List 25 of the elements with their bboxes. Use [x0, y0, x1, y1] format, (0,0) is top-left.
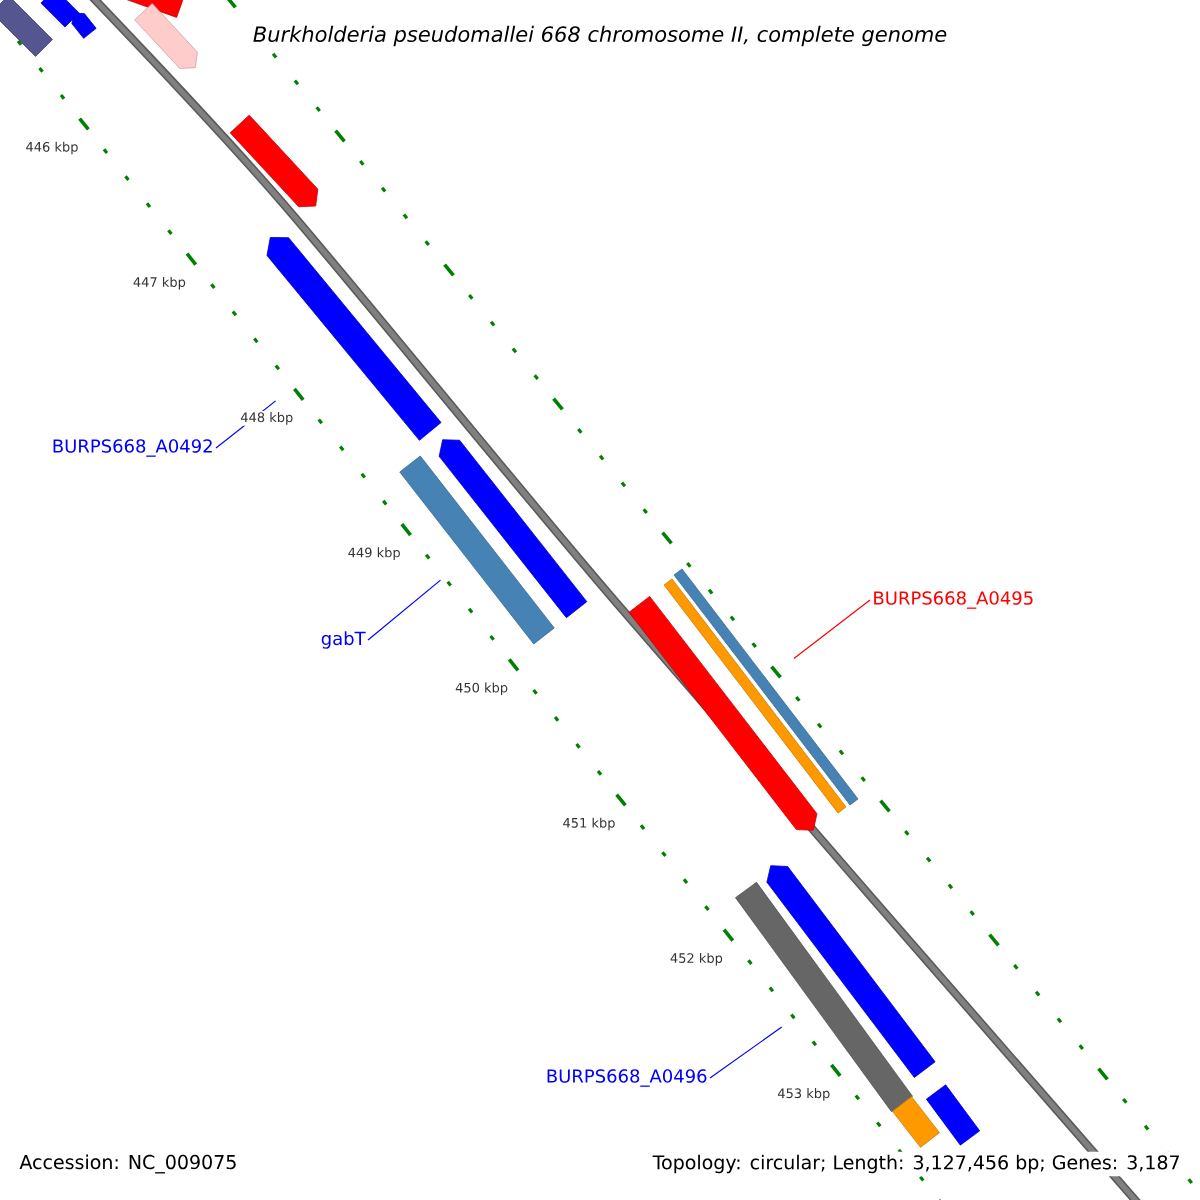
gene-label: BURPS668_A0492 — [53, 439, 212, 457]
gene-label: BURPS668_A0496 — [547, 1069, 707, 1087]
gene-feature — [134, 3, 198, 69]
title: Burkholderia pseudomallei 668 chromosome II, complete genome — [248, 21, 952, 51]
gene-feature — [892, 1096, 940, 1148]
gene-feature — [673, 568, 859, 806]
leader-line — [793, 599, 871, 660]
gene-feature — [399, 455, 555, 645]
gene-feature — [71, 12, 97, 39]
gene-feature — [0, 0, 53, 57]
gene-feature — [229, 114, 319, 208]
gene-feature — [766, 865, 936, 1078]
gene-feature — [925, 1084, 981, 1146]
gene-feature — [663, 578, 847, 814]
gene-label: gabT — [321, 631, 366, 649]
genome-summary: Topology: circular; Length: 3,127,456 bp; Genes: 3,187 — [649, 1151, 1184, 1177]
leader-line — [709, 1026, 783, 1079]
accession-text: Accession: NC_009075 — [16, 1151, 241, 1177]
gene-feature — [735, 881, 913, 1113]
gene-feature — [438, 439, 588, 619]
gene-feature — [628, 596, 818, 831]
gene-feature — [266, 237, 442, 441]
gene-feature — [40, 0, 80, 28]
leader-line — [367, 579, 442, 641]
gene-label: BURPS668_A0495 — [874, 591, 1033, 609]
